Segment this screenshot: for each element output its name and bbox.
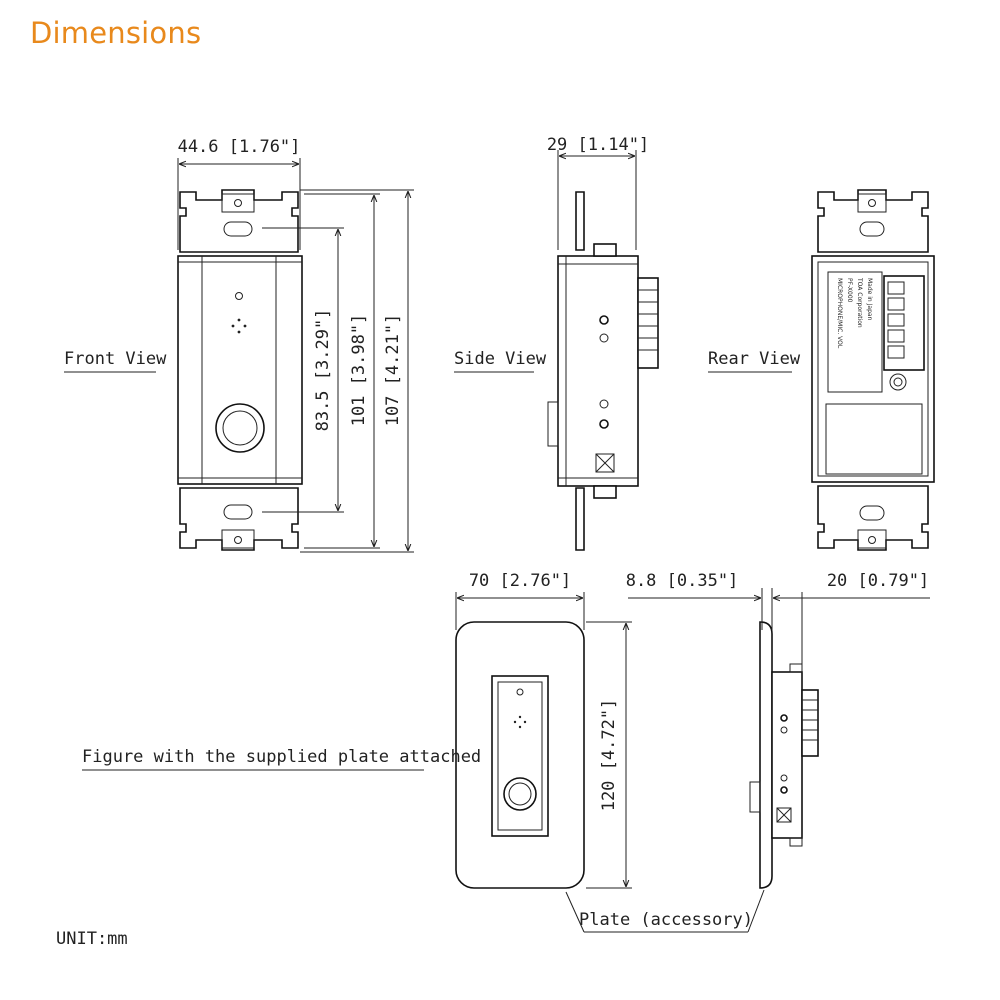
plate-figure-label: Figure with the supplied plate attached [82,747,481,767]
mount-pitch-label: 83.5 [3.29"] [313,309,333,432]
front-view-label: Front View [64,349,167,369]
rear-view-label: Rear View [708,349,801,369]
vertical-dimensions: 83.5 [3.29"] 101 [3.98"] 107 [4.21"] [262,189,414,553]
rear-label-country: Made in Japan [866,278,873,321]
rear-label-code: PF-X000 [846,278,853,303]
side-depth-label: 29 [1.14"] [547,135,649,155]
plate-thickness-dimension: 8.8 [0.35"] [626,571,778,630]
rear-depth-label: 20 [0.79"] [827,571,929,591]
front-width-label: 44.6 [1.76"] [178,137,301,157]
body-height-label: 101 [3.98"] [349,314,369,427]
front-view [177,189,303,551]
side-depth-dimension: 29 [1.14"] [547,135,649,250]
plate-side-view [749,621,819,889]
rear-depth-dimension: 20 [0.79"] [773,571,930,670]
plate-height-dimension: 120 [4.72"] [586,621,632,889]
side-view [547,191,659,551]
rear-view: MICROPHONE/MIC. VOL PF-X000 TOA Corporat… [811,189,935,551]
plate-callout-label: Plate (accessory) [579,910,753,930]
plate-width-label: 70 [2.76"] [469,571,571,591]
plate-thickness-label: 8.8 [0.35"] [626,571,739,591]
plate-height-label: 120 [4.72"] [599,699,619,812]
overall-height-label: 107 [4.21"] [383,314,403,427]
side-view-label: Side View [454,349,547,369]
unit-label: UNIT:mm [56,929,128,949]
rear-label-maker: TOA Corporation [856,277,863,328]
front-width-dimension: 44.6 [1.76"] [177,137,301,250]
plate-front-view [455,621,585,889]
page-title: Dimensions [30,16,202,50]
rear-label-model: MICROPHONE/MIC. VOL [836,278,843,349]
plate-callout: Plate (accessory) [565,889,765,933]
plate-width-dimension: 70 [2.76"] [455,571,585,630]
